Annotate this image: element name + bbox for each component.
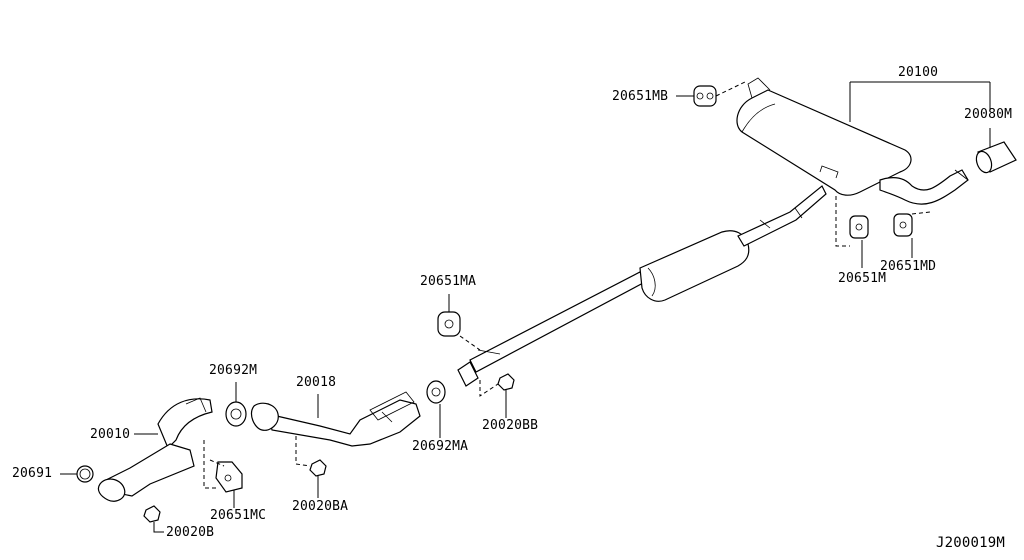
main-muffler[interactable] xyxy=(736,77,969,205)
label-20692M[interactable]: 20692M xyxy=(209,363,258,378)
label-20020B[interactable]: 20020B xyxy=(166,525,215,540)
tail-finisher[interactable] xyxy=(974,141,1017,175)
mount-20651MA[interactable] xyxy=(437,311,461,337)
nut-20020B[interactable] xyxy=(143,505,161,523)
mount-20651M[interactable] xyxy=(849,215,869,239)
nut-20020BA[interactable] xyxy=(309,459,327,477)
label-20020BA[interactable]: 20020BA xyxy=(292,499,349,514)
label-20100[interactable]: 20100 xyxy=(898,65,939,80)
diagram-id: J200019M xyxy=(936,535,1006,551)
label-20651M[interactable]: 20651M xyxy=(838,271,887,286)
label-20651MA[interactable]: 20651MA xyxy=(420,274,477,289)
label-20691[interactable]: 20691 xyxy=(12,466,53,481)
label-20692MA[interactable]: 20692MA xyxy=(412,439,469,454)
mount-20651MB[interactable] xyxy=(693,85,717,107)
label-20010[interactable]: 20010 xyxy=(90,427,131,442)
leader-lines xyxy=(60,81,991,533)
label-20651MD[interactable]: 20651MD xyxy=(880,259,937,274)
ring-20691[interactable] xyxy=(76,465,94,483)
front-tube-catalyst[interactable] xyxy=(250,391,421,447)
label-20651MB[interactable]: 20651MB xyxy=(612,89,669,104)
label-20651MC[interactable]: 20651MC xyxy=(210,508,267,523)
nut-20020BB[interactable] xyxy=(497,373,515,391)
label-20018[interactable]: 20018 xyxy=(296,375,337,390)
gasket-20692M[interactable] xyxy=(225,401,247,427)
gasket-20692MA[interactable] xyxy=(426,380,446,404)
bracket-20651MC[interactable] xyxy=(215,461,243,493)
label-20080M[interactable]: 20080M xyxy=(964,107,1013,122)
exhaust-manifold[interactable] xyxy=(97,397,213,502)
mount-20651MD[interactable] xyxy=(893,213,913,237)
center-pipe-resonator[interactable] xyxy=(457,185,827,387)
label-20020BB[interactable]: 20020BB xyxy=(482,418,539,433)
